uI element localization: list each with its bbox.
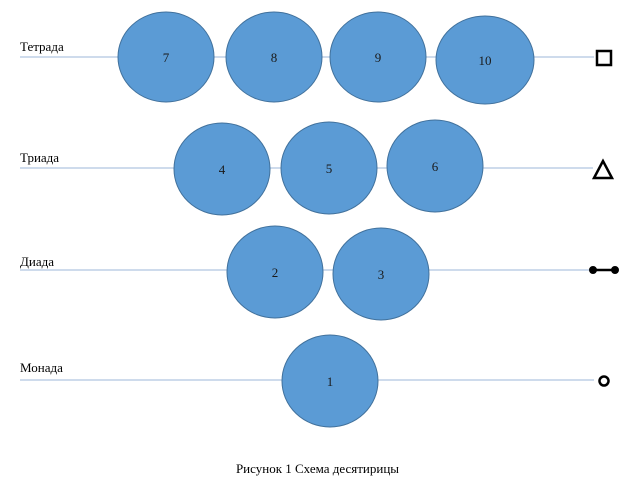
node-number: 1 xyxy=(327,374,334,389)
node-number: 7 xyxy=(163,50,170,65)
diagram-row: Тетрада 7 8 9 10 xyxy=(20,11,613,105)
diagram-row: Монада 1 xyxy=(20,334,610,428)
node-number: 4 xyxy=(219,162,226,177)
node-circle xyxy=(329,11,427,103)
node-circle xyxy=(225,11,323,103)
row-label: Тетрада xyxy=(20,39,64,54)
row-label: Монада xyxy=(20,360,63,375)
node-number: 6 xyxy=(432,159,439,174)
node-circle xyxy=(281,334,379,428)
node-circle xyxy=(280,121,378,215)
row-label: Диада xyxy=(20,254,54,269)
circle-icon xyxy=(598,375,610,387)
diagram-row: Триада 4 5 6 xyxy=(20,119,615,216)
node-number: 3 xyxy=(378,267,385,282)
row-label: Триада xyxy=(20,150,59,165)
node-circle xyxy=(173,122,271,216)
node-circle xyxy=(332,227,430,321)
figure-caption: Рисунок 1 Схема десятирицы xyxy=(235,461,400,476)
square-icon xyxy=(595,49,613,67)
diagram-row: Диада 2 3 xyxy=(20,225,619,321)
node-number: 9 xyxy=(375,50,382,65)
node-number: 2 xyxy=(272,265,279,280)
node-number: 8 xyxy=(271,50,278,65)
node-circle xyxy=(226,225,324,319)
line-segment-icon xyxy=(589,266,619,274)
node-number: 10 xyxy=(479,53,492,68)
node-circle xyxy=(386,119,484,213)
node-number: 5 xyxy=(326,161,333,176)
node-circle xyxy=(117,11,215,103)
node-circle xyxy=(435,15,535,105)
triangle-icon xyxy=(591,158,615,180)
